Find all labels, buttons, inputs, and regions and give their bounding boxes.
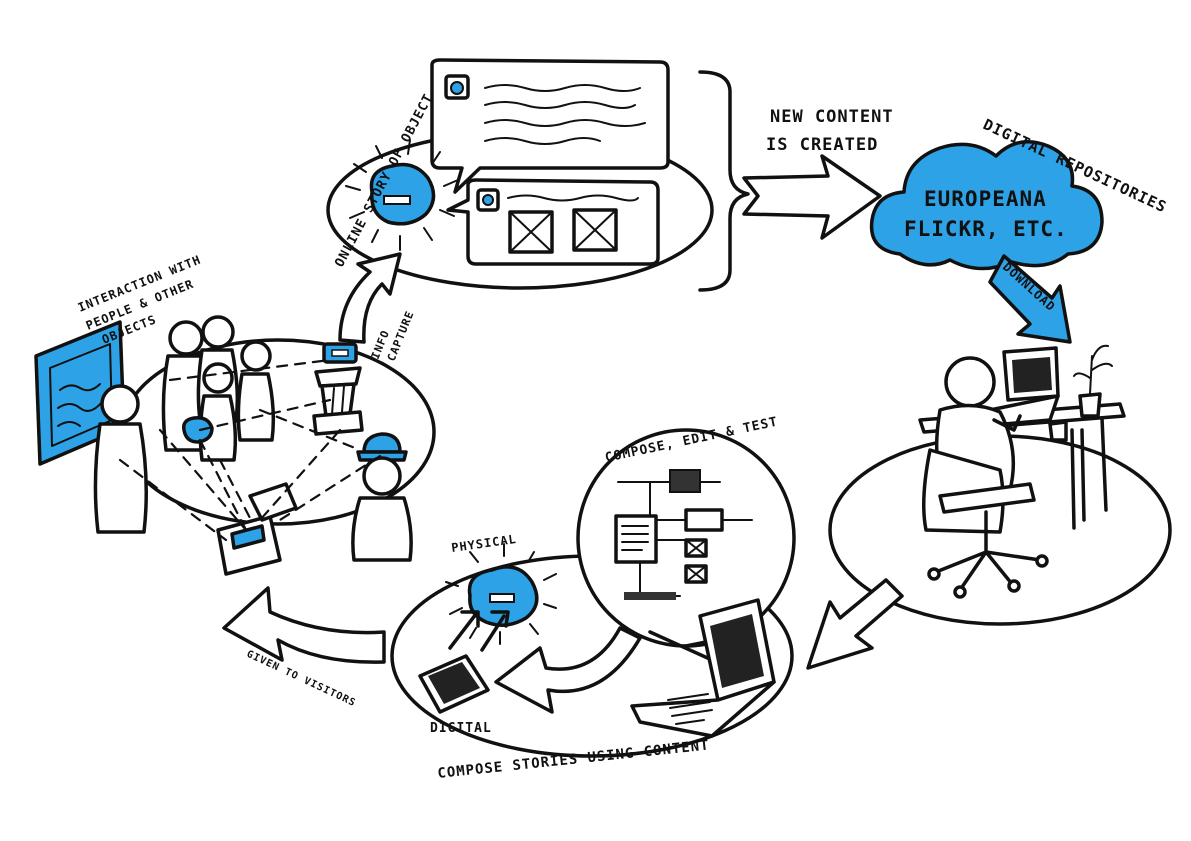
visitor-head [168, 320, 204, 356]
chair-wheel [1007, 579, 1021, 593]
pedestal-top [314, 366, 362, 388]
visitor-head [100, 384, 140, 424]
object-tag [489, 593, 515, 603]
arrow-to-visitors [222, 586, 386, 664]
flow-node-text [614, 514, 658, 564]
curly-brace [698, 70, 750, 292]
visitor-head [240, 340, 272, 372]
box-content [230, 524, 266, 550]
flow-node-lines [621, 525, 649, 551]
small-blue-object [181, 415, 214, 444]
arrow-to-repositories [742, 154, 882, 240]
flow-node-cross [685, 565, 707, 583]
keyboard-keys [667, 693, 713, 725]
image-placeholder-cross [573, 209, 617, 251]
coffee-mug [1048, 420, 1068, 442]
arrow-to-physical [448, 610, 510, 652]
arrow-to-compose [806, 578, 904, 670]
author-workstation-group [828, 344, 1172, 626]
image-placeholder-cross [509, 211, 553, 253]
object-rays [445, 543, 557, 645]
download-arrow [988, 254, 1072, 344]
author-head [944, 356, 996, 408]
chair-base [934, 510, 1042, 592]
chair-seat [938, 482, 1036, 514]
flow-connector [639, 519, 753, 597]
online-story-group: ONLINE STORY OF OBJECT [326, 58, 714, 290]
visitor-head [202, 362, 234, 394]
compose-stories-group: COMPOSE, EDIT & TEST PHYSICAL DIGITAL CO… [390, 415, 796, 782]
info-capture-arrow [338, 252, 402, 344]
visitor-body [93, 422, 148, 534]
open-box-lid [248, 482, 298, 522]
avatar-icon [450, 81, 464, 95]
new-content-label-2: IS CREATED [766, 135, 878, 155]
compose-stories-label: COMPOSE STORIES USING CONTENT [437, 737, 711, 781]
chat-text-line-lower [507, 194, 639, 202]
desk-legs [1070, 416, 1108, 530]
flow-node-box [684, 508, 724, 532]
visitor-hat-brim [356, 450, 408, 462]
digital-label: DIGITAL [430, 721, 492, 736]
painting-strokes [57, 383, 103, 427]
museum-object-blob [369, 162, 436, 226]
flow-node-dark [669, 469, 701, 493]
avatar-icon [482, 194, 494, 206]
flow-connector [617, 481, 721, 517]
flow-node-bar [624, 592, 676, 600]
new-content-label-1: NEW CONTENT [770, 107, 894, 127]
object-rays [345, 139, 459, 251]
object-tag [383, 195, 411, 205]
cloud-label-2: FLICKR, ETC. [904, 217, 1068, 241]
physical-label: PHYSICAL [450, 532, 517, 555]
visitor-head [362, 456, 402, 496]
chat-text-lines-upper [484, 84, 646, 145]
plant-stems [1073, 344, 1113, 395]
compose-laptop-display [710, 614, 764, 688]
pedestal-base [312, 410, 364, 436]
visitor-body [236, 372, 276, 442]
chair-wheel [953, 585, 967, 599]
interaction-lines [118, 358, 382, 542]
chair-wheel [1035, 554, 1049, 568]
visitor-head [201, 315, 235, 349]
visitor-hat [362, 432, 402, 454]
digital-repositories-group: EUROPEANA FLICKR, ETC. DIGITAL REPOSITOR… [869, 115, 1170, 344]
museum-interaction-group: INTERACTION WITH PEOPLE & OTHER OBJECTS [34, 253, 436, 576]
compose-laptop-base [630, 680, 776, 738]
arrow-to-digital [494, 626, 642, 714]
chair-wheel [927, 567, 941, 581]
pedestal-tag-label [331, 349, 349, 357]
flow-node-cross [685, 539, 707, 557]
pedestal-fluting [331, 385, 345, 415]
laptop-display [1012, 357, 1052, 393]
cloud-label-1: EUROPEANA [924, 187, 1047, 211]
tablet-screen [428, 662, 480, 704]
author-arm [992, 414, 1022, 432]
plant-pot [1078, 392, 1102, 418]
visitor-body [351, 496, 413, 562]
